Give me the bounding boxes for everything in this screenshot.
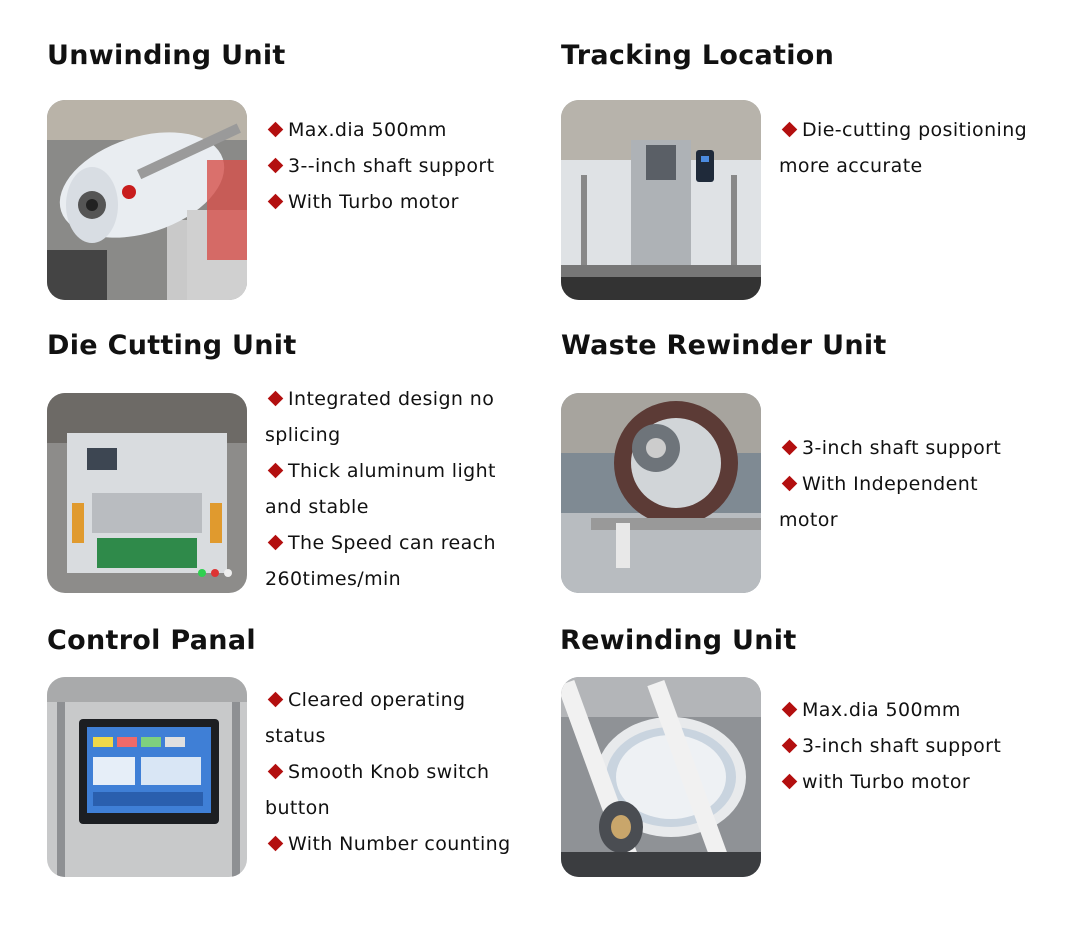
feature-item: With Independent motor: [779, 473, 979, 531]
section-control-panal: Control Panal Cleared operating status S…: [47, 625, 567, 895]
control-panal-photo: [47, 677, 247, 877]
section-title: Rewinding Unit: [560, 625, 797, 656]
feature-item: Die-cutting positioning more accurate: [779, 119, 1028, 177]
feature-item: Integrated design no splicing: [265, 388, 495, 446]
feature-item: with Turbo motor: [779, 764, 1029, 800]
die-cutting-unit-photo: [47, 393, 247, 593]
rewinding-unit-photo: [561, 677, 761, 877]
diamond-bullet-icon: [781, 121, 798, 138]
diamond-bullet-icon: [781, 439, 798, 456]
feature-item: Max.dia 500mm: [779, 692, 1029, 728]
section-unwinding-unit: Unwinding Unit Max.dia 500mm 3--inch sha…: [47, 40, 567, 310]
diamond-bullet-icon: [267, 193, 284, 210]
section-title: Die Cutting Unit: [47, 330, 297, 361]
section-rewinding-unit: Rewinding Unit Max.dia 500mm 3-inch shaf…: [560, 625, 1080, 895]
feature-item: With Number counting: [265, 826, 525, 862]
section-title: Control Panal: [47, 625, 256, 656]
feature-list: Cleared operating status Smooth Knob swi…: [265, 682, 525, 862]
section-tracking-location: Tracking Location Die-cutting positionin…: [561, 40, 1080, 310]
section-die-cutting-unit: Die Cutting Unit Integrated design no sp…: [47, 330, 567, 600]
feature-item: 3-inch shaft support: [779, 430, 1029, 466]
feature-list: Die-cutting positioning more accurate: [779, 112, 1049, 184]
diamond-bullet-icon: [267, 835, 284, 852]
feature-list: Integrated design no splicing Thick alum…: [265, 381, 515, 597]
feature-list: 3-inch shaft support With Independent mo…: [779, 430, 1029, 538]
diamond-bullet-icon: [781, 701, 798, 718]
feature-item: 3-inch shaft support: [779, 728, 1029, 764]
diamond-bullet-icon: [781, 773, 798, 790]
diamond-bullet-icon: [267, 763, 284, 780]
feature-item: Max.dia 500mm: [265, 112, 565, 148]
feature-list: Max.dia 500mm 3-inch shaft support with …: [779, 692, 1029, 800]
feature-item: 3--inch shaft support: [265, 148, 565, 184]
feature-list: Max.dia 500mm 3--inch shaft support With…: [265, 112, 565, 220]
diamond-bullet-icon: [267, 390, 284, 407]
diamond-bullet-icon: [781, 475, 798, 492]
diamond-bullet-icon: [267, 691, 284, 708]
diamond-bullet-icon: [267, 157, 284, 174]
unwinding-unit-photo: [47, 100, 247, 300]
feature-item: Thick aluminum light and stable: [265, 460, 496, 518]
diamond-bullet-icon: [267, 121, 284, 138]
feature-item: Smooth Knob switch button: [265, 761, 490, 819]
feature-item: Cleared operating status: [265, 689, 466, 747]
section-title: Waste Rewinder Unit: [561, 330, 887, 361]
section-waste-rewinder-unit: Waste Rewinder Unit 3-inch shaft support…: [561, 330, 1080, 600]
feature-item: The Speed can reach 260times/min: [265, 532, 496, 590]
diamond-bullet-icon: [267, 534, 284, 551]
section-title: Tracking Location: [561, 40, 835, 71]
waste-rewinder-unit-photo: [561, 393, 761, 593]
diamond-bullet-icon: [267, 462, 284, 479]
diamond-bullet-icon: [781, 737, 798, 754]
section-title: Unwinding Unit: [47, 40, 286, 71]
tracking-location-photo: [561, 100, 761, 300]
feature-item: With Turbo motor: [265, 184, 565, 220]
